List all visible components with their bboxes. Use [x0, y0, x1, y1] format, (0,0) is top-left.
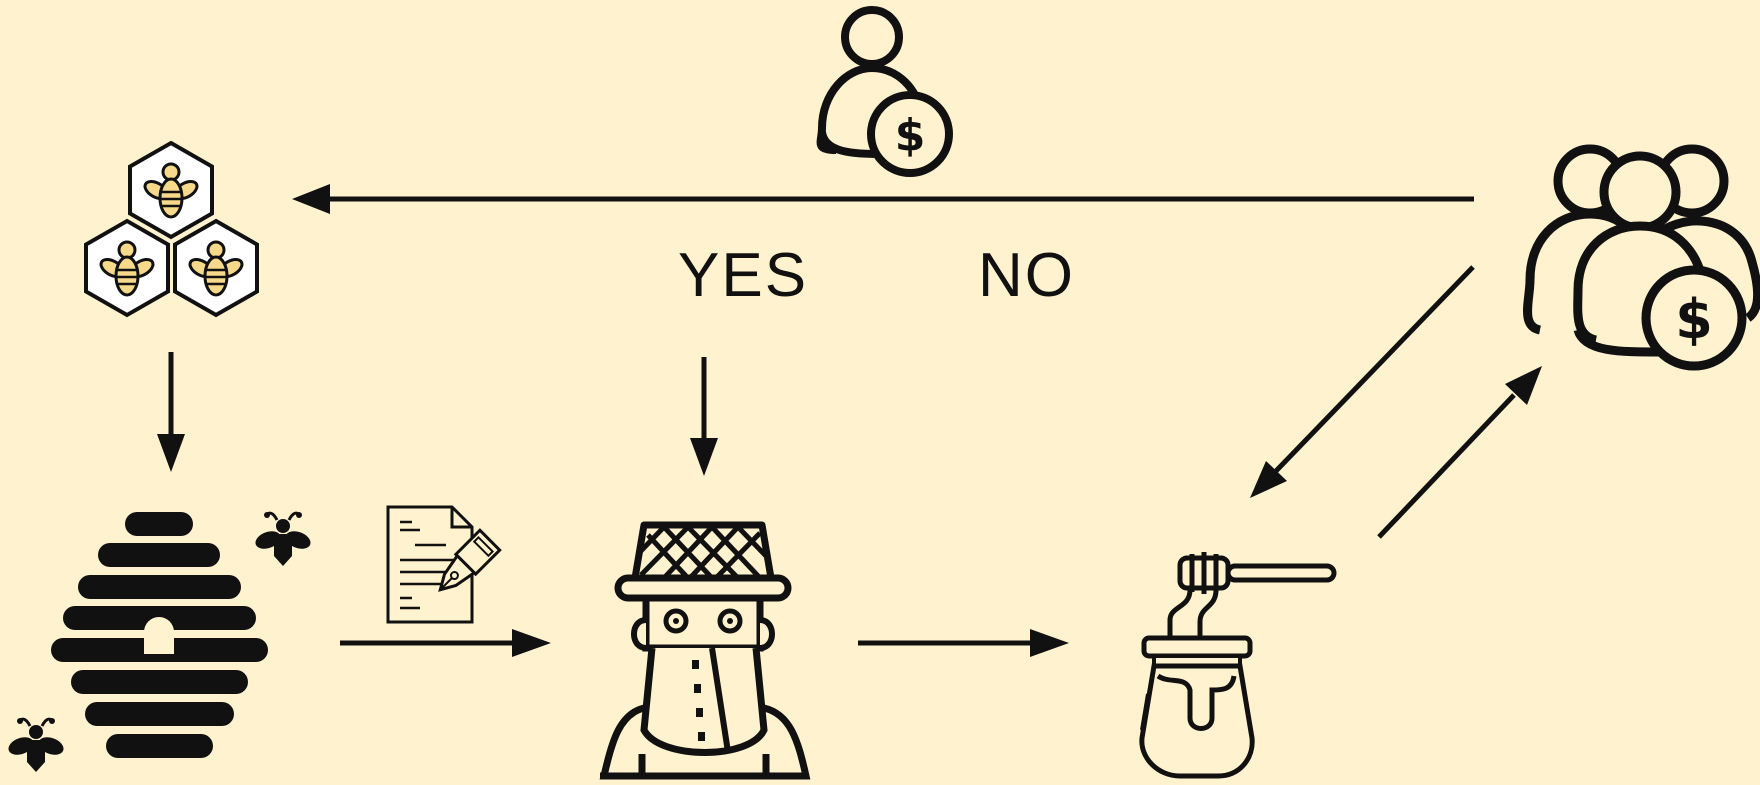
- bee-icon: [4, 716, 68, 774]
- decision-no-label: NO: [978, 241, 1075, 310]
- beekeeper-icon: [599, 521, 811, 780]
- contract-icon: [386, 505, 502, 624]
- decision-yes-label: YES: [678, 241, 809, 310]
- arrow-investors-to-colony: [292, 184, 1474, 214]
- investor-group-icon: $: [1523, 144, 1760, 371]
- arrow-hive-to-beekeeper: [340, 629, 551, 657]
- svg-text:$: $: [1675, 288, 1713, 351]
- beehive-icon: [51, 512, 268, 758]
- arrow-investors-to-honey: [1250, 265, 1475, 498]
- investor-icon: $: [816, 6, 953, 177]
- bee-colony-icon: [84, 141, 259, 317]
- honey-jar-icon: [1139, 552, 1337, 779]
- bee-icon: [251, 510, 315, 568]
- svg-text:$: $: [895, 110, 926, 161]
- arrow-colony-to-hive: [157, 352, 185, 472]
- arrow-beekeeper-to-honey: [858, 629, 1069, 657]
- arrow-decision-to-beekeeper: [690, 357, 718, 476]
- arrow-honey-to-investors: [1377, 366, 1542, 539]
